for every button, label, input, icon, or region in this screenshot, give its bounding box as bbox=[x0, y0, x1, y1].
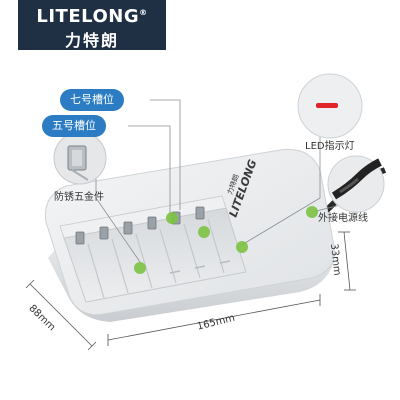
tag-aaa-slot: 七号槽位 bbox=[60, 89, 124, 111]
tag-aa-slot: 五号槽位 bbox=[42, 115, 106, 137]
brand-name-cn: 力特朗 bbox=[64, 31, 119, 50]
indicator-slits bbox=[169, 260, 231, 274]
slot-dividers bbox=[87, 218, 225, 299]
label-external-power-cord: 外接电源线 bbox=[318, 213, 368, 224]
label-rustproof-hardware: 防锈五金件 bbox=[54, 192, 104, 203]
marker-led bbox=[236, 241, 248, 253]
callout-markers bbox=[134, 206, 318, 274]
marker-aaa-slot bbox=[198, 226, 210, 238]
label-led-indicator: LED指示灯 bbox=[305, 141, 355, 152]
marker-contacts bbox=[134, 262, 146, 274]
brand-name-en: LITELONG® bbox=[36, 6, 148, 27]
inset-cord-closeup bbox=[327, 155, 385, 213]
marker-aa-slot bbox=[166, 212, 178, 224]
marker-cord bbox=[306, 206, 318, 218]
inset-contact-closeup bbox=[53, 131, 107, 185]
inset-led-closeup bbox=[297, 73, 363, 139]
dimension-lines bbox=[25, 231, 356, 351]
led-light bbox=[316, 103, 338, 108]
brand-logo: LITELONG® 力特朗 bbox=[18, 0, 166, 50]
